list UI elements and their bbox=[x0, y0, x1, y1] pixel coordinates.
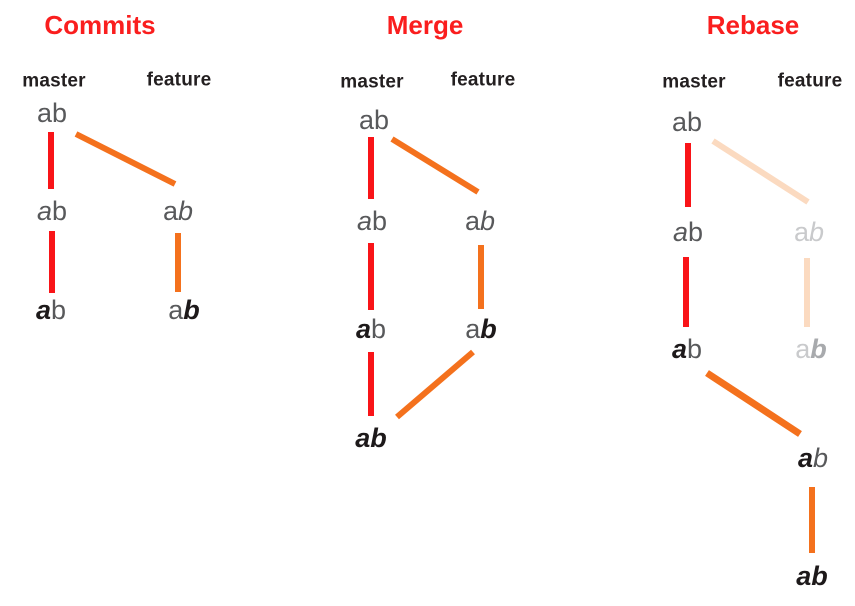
rebase-rebased-commit-2-char-a: a bbox=[796, 560, 812, 591]
rebase-rebased-commit-2: ab bbox=[796, 560, 828, 591]
commits-master-commit-1-char-b: b bbox=[52, 195, 68, 226]
merge-master-commit-1-char-b: b bbox=[372, 205, 388, 236]
rebase-master-commit-2-char-a: a bbox=[671, 333, 687, 364]
rebase-rebased-commit-1-char-a: a bbox=[797, 442, 813, 473]
commits-feature-commit-1-char-a: a bbox=[162, 195, 178, 226]
merge-master-commit-0-char-b: b bbox=[374, 104, 390, 135]
merge-branch-edge bbox=[390, 136, 480, 195]
rebase-rebased-commit-1: ab bbox=[797, 442, 829, 473]
panel-title-rebase: Rebase bbox=[706, 10, 800, 40]
merge-master-commit-1-char-a: a bbox=[356, 205, 372, 236]
merge-header-master: master bbox=[340, 71, 404, 93]
merge-master-commit-0-char-a: a bbox=[358, 104, 374, 135]
rebase-master-commit-0: ab bbox=[671, 106, 703, 137]
commits-header-master: master bbox=[22, 70, 86, 92]
rebase-feature-commit-2-faded-char-b: b bbox=[810, 333, 827, 364]
rebase-header-feature: feature bbox=[777, 70, 843, 92]
merge-master-commit-2-char-a: a bbox=[355, 313, 371, 344]
merge-master-commit-2: ab bbox=[355, 313, 387, 344]
commits-master-commit-0-char-a: a bbox=[36, 97, 52, 128]
rebase-feature-commit-2-faded: ab bbox=[795, 333, 827, 364]
commits-feature-commit-2-char-b: b bbox=[183, 294, 200, 325]
rebase-feature-commit-2-faded-char-a: a bbox=[795, 333, 811, 364]
commits-master-commit-2: ab bbox=[35, 294, 67, 325]
commits-master-commit-1-char-a: a bbox=[36, 195, 52, 226]
rebase-feature-commit-1-faded-char-b: b bbox=[809, 216, 825, 247]
commits-feature-commit-2: ab bbox=[168, 294, 200, 325]
rebase-rebased-commit-2-char-b: b bbox=[811, 560, 828, 591]
merge-merge-commit-char-b: b bbox=[370, 422, 387, 453]
commits-master-commit-2-char-a: a bbox=[35, 294, 51, 325]
rebase-feature-commit-1-faded-char-a: a bbox=[793, 216, 809, 247]
commits-branch-edge bbox=[74, 131, 177, 187]
commits-master-commit-0: ab bbox=[36, 97, 68, 128]
merge-merge-commit-char-a: a bbox=[355, 422, 371, 453]
merge-merge-edge bbox=[395, 349, 475, 420]
merge-feature-commit-2-char-b: b bbox=[480, 313, 497, 344]
commits-master-commit-1: ab bbox=[36, 195, 68, 226]
merge-feature-commit-1: ab bbox=[464, 205, 496, 236]
rebase-master-commit-0-char-b: b bbox=[687, 106, 703, 137]
rebase-master-commit-1-char-b: b bbox=[688, 216, 704, 247]
rebase-master-commit-0-char-a: a bbox=[671, 106, 687, 137]
panel-title-merge: Merge bbox=[386, 10, 464, 40]
merge-merge-commit: ab bbox=[355, 422, 387, 453]
commits-master-commit-0-char-b: b bbox=[52, 97, 68, 128]
commits-feature-commit-1-char-b: b bbox=[178, 195, 194, 226]
commits-master-commit-2-char-b: b bbox=[51, 294, 67, 325]
panel-title-commits: Commits bbox=[44, 10, 156, 40]
merge-feature-commit-2: ab bbox=[465, 313, 497, 344]
rebase-master-commit-1: ab bbox=[672, 216, 704, 247]
commits-header-feature: feature bbox=[146, 69, 212, 91]
rebase-master-commit-2-char-b: b bbox=[687, 333, 703, 364]
merge-master-commit-0: ab bbox=[358, 104, 390, 135]
merge-header-feature: feature bbox=[450, 69, 516, 91]
merge-master-commit-2-char-b: b bbox=[371, 313, 387, 344]
commits-feature-commit-1: ab bbox=[162, 195, 194, 226]
rebase-rebased-commit-1-char-b: b bbox=[813, 442, 829, 473]
commits-feature-commit-2-char-a: a bbox=[168, 294, 184, 325]
merge-feature-commit-1-char-a: a bbox=[464, 205, 480, 236]
rebase-header-master: master bbox=[662, 71, 726, 93]
merge-feature-commit-1-char-b: b bbox=[480, 205, 496, 236]
merge-master-commit-1: ab bbox=[356, 205, 388, 236]
rebase-feature-commit-1-faded: ab bbox=[793, 216, 825, 247]
rebase-rebase-branch-edge bbox=[705, 370, 802, 437]
rebase-master-commit-2: ab bbox=[671, 333, 703, 364]
merge-feature-commit-2-char-a: a bbox=[465, 313, 481, 344]
rebase-master-commit-1-char-a: a bbox=[672, 216, 688, 247]
rebase-branch-edge-faded bbox=[711, 138, 810, 205]
